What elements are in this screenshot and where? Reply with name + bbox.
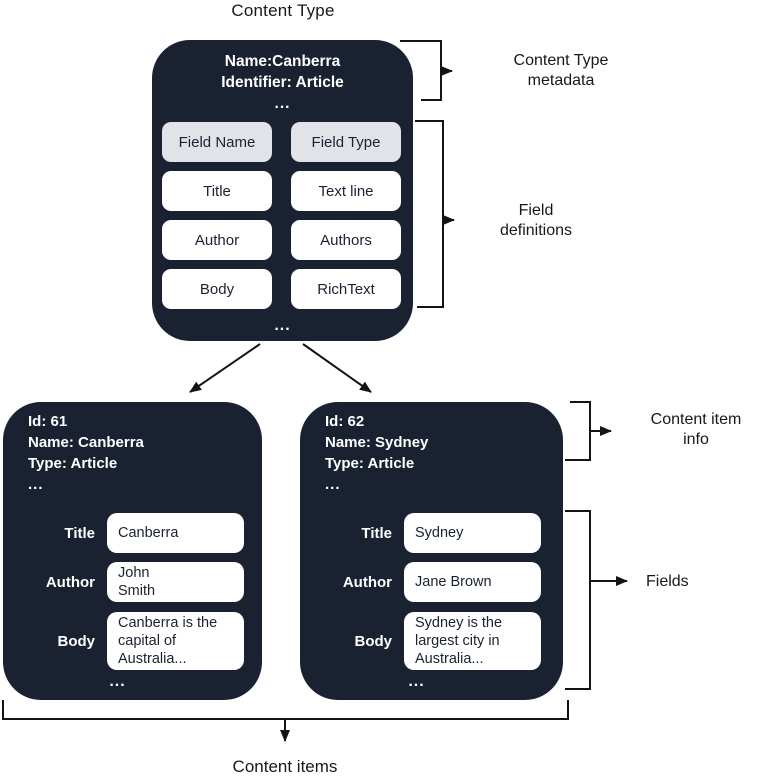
field-label-title: Title bbox=[64, 524, 95, 542]
bracket-content-item-info bbox=[565, 401, 591, 461]
annotation-content-items: Content items bbox=[232, 757, 338, 776]
bracket-content-items bbox=[2, 700, 569, 720]
field-value-title: Sydney bbox=[404, 513, 541, 553]
field-value-author: Jane Brown bbox=[404, 562, 541, 602]
field-label-author: Author bbox=[342, 573, 392, 591]
item-field-row: Author John Smith bbox=[3, 562, 262, 602]
field-value-body: Sydney is the largest city in Australia.… bbox=[404, 612, 541, 670]
content-type-ellipsis: ... bbox=[274, 317, 291, 334]
item-field-row: Title Canberra bbox=[3, 513, 262, 553]
item-info-text: Id: 62 Name: Sydney Type: Article ... bbox=[325, 411, 428, 495]
annotation-line: Content item bbox=[650, 411, 742, 428]
arrow-to-item-61 bbox=[189, 343, 261, 393]
field-label-body: Body bbox=[354, 632, 393, 650]
annotation-line: Field bbox=[518, 202, 554, 219]
content-item-box-61: Id: 61 Name: Canberra Type: Article ... … bbox=[3, 402, 262, 700]
bracket-field-definitions bbox=[415, 120, 444, 308]
content-type-identifier: Identifier: Article bbox=[221, 74, 344, 91]
content-type-name: Name:Canberra bbox=[224, 53, 341, 70]
item-fields-ellipsis: ... bbox=[408, 673, 425, 690]
annotation-line: Content Type bbox=[513, 52, 609, 69]
field-definitions-grid: Field Name Field Type Title Text line Au… bbox=[162, 122, 401, 309]
item-name: Name: Canberra bbox=[28, 434, 144, 451]
bracket-fields bbox=[565, 510, 591, 690]
field-name-author: Author bbox=[162, 220, 272, 260]
annotation-content-item-info: Content item info bbox=[616, 410, 773, 450]
item-info-ellipsis: ... bbox=[28, 476, 44, 493]
item-info-ellipsis: ... bbox=[325, 476, 341, 493]
annotation-line: definitions bbox=[499, 222, 573, 239]
annotation-line: metadata bbox=[527, 72, 595, 89]
item-id: Id: 62 bbox=[325, 413, 365, 430]
content-type-metadata-text: Name:Canberra Identifier: Article ... bbox=[152, 51, 413, 114]
item-field-row: Title Sydney bbox=[300, 513, 563, 553]
annotation-field-definitions: Field definitions bbox=[456, 201, 616, 241]
field-type-richtext: RichText bbox=[291, 269, 401, 309]
item-name: Name: Sydney bbox=[325, 434, 429, 451]
item-info-text: Id: 61 Name: Canberra Type: Article ... bbox=[28, 411, 144, 495]
field-value-title: Canberra bbox=[107, 513, 244, 553]
item-field-row: Body Canberra is the capital of Australi… bbox=[3, 612, 262, 670]
annotation-content-type-metadata: Content Type metadata bbox=[481, 51, 641, 91]
item-fields-ellipsis: ... bbox=[109, 673, 126, 690]
field-type-textline: Text line bbox=[291, 171, 401, 211]
arrow-to-item-62 bbox=[302, 343, 372, 393]
content-type-box: Name:Canberra Identifier: Article ... Fi… bbox=[152, 40, 413, 341]
field-name-title: Title bbox=[162, 171, 272, 211]
item-type: Type: Article bbox=[28, 455, 118, 472]
field-name-header: Field Name bbox=[162, 122, 272, 162]
field-name-body: Body bbox=[162, 269, 272, 309]
item-field-row: Author Jane Brown bbox=[300, 562, 563, 602]
field-type-header: Field Type bbox=[291, 122, 401, 162]
field-value-author: John Smith bbox=[107, 562, 244, 602]
field-value-body: Canberra is the capital of Australia... bbox=[107, 612, 244, 670]
field-type-authors: Authors bbox=[291, 220, 401, 260]
field-label-body: Body bbox=[57, 632, 96, 650]
field-label-title: Title bbox=[361, 524, 392, 542]
item-id: Id: 61 bbox=[28, 413, 68, 430]
diagram-title: Content Type bbox=[231, 1, 335, 20]
annotation-fields: Fields bbox=[646, 573, 689, 590]
metadata-ellipsis: ... bbox=[274, 95, 291, 112]
annotation-line: info bbox=[683, 431, 709, 448]
field-label-author: Author bbox=[45, 573, 95, 591]
content-item-box-62: Id: 62 Name: Sydney Type: Article ... Ti… bbox=[300, 402, 563, 700]
item-field-row: Body Sydney is the largest city in Austr… bbox=[300, 612, 563, 670]
item-type: Type: Article bbox=[325, 455, 415, 472]
